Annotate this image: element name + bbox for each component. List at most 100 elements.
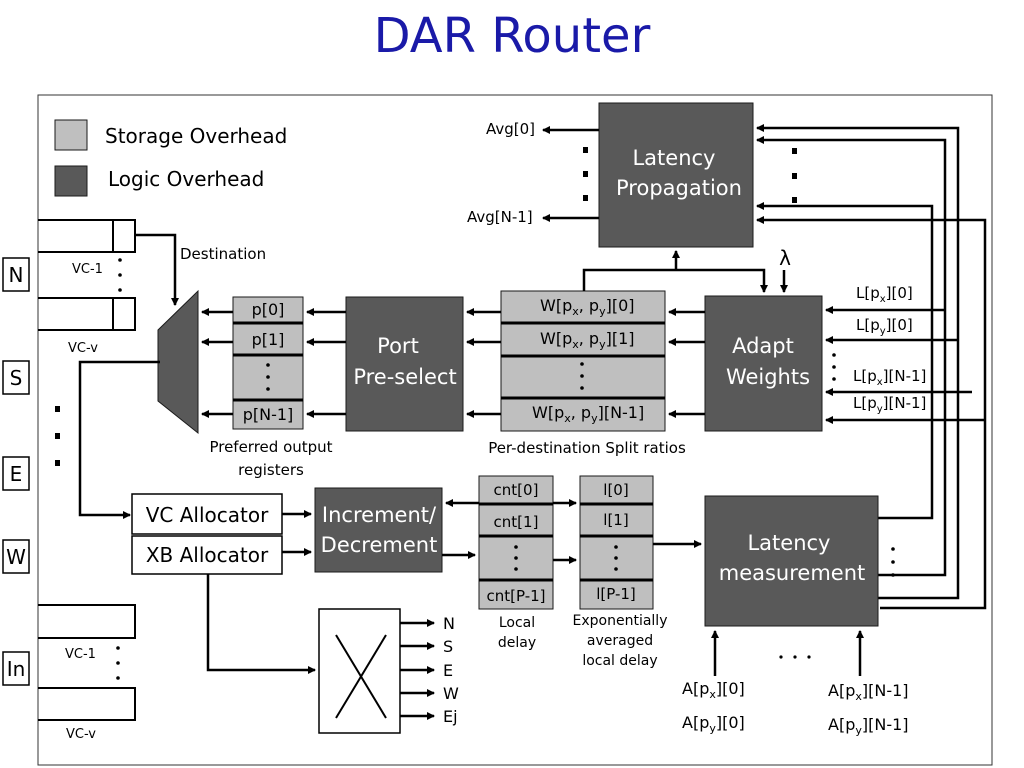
- increment-decrement-block: [314, 487, 443, 573]
- port-preselect-line1: Port: [377, 334, 419, 358]
- port-w-box: [2, 539, 30, 574]
- p-reg-n-1: p[N-1]: [243, 405, 294, 424]
- l-reg-0: l[0]: [603, 481, 628, 499]
- adapt-to-w-arrows: [668, 308, 705, 418]
- legend-storage-label: Storage Overhead: [105, 124, 287, 148]
- latency-propagation-line2: Propagation: [616, 176, 742, 200]
- exp-label-line2: averaged: [587, 633, 653, 649]
- cnt-reg-1: cnt[1]: [494, 513, 539, 531]
- router-frame: [37, 94, 993, 766]
- adapt-input-lx0: L[px][0]: [856, 284, 913, 305]
- measurement-input-dots: [779, 655, 811, 659]
- incdec-line2: Decrement: [321, 533, 438, 557]
- crossbar-switch: [318, 608, 401, 734]
- input-vc-last-label: VC-v: [66, 727, 96, 742]
- adapt-input-lxn: L[px][N-1]: [853, 367, 926, 388]
- local-delay-label-line2: delay: [498, 635, 536, 651]
- split-ratios-label: Per-destination Split ratios: [488, 439, 686, 457]
- averaged-delay-registers: l[0] l[1] l[P-1]: [579, 475, 654, 610]
- destination-label: Destination: [180, 245, 266, 263]
- port-w-label: W: [6, 545, 26, 569]
- north-vc-buffers: VC-1 VC-v: [38, 219, 136, 356]
- input-vc-buffers: VC-1 VC-v: [38, 604, 136, 742]
- adapt-weights-block: [704, 295, 823, 432]
- latency-measurement-line1: Latency: [747, 531, 830, 555]
- destination-mux: [157, 289, 199, 435]
- port-preselect-block: [345, 296, 464, 432]
- split-ratio-registers: W[px, py][0] W[px, py][1] W[px, py][N-1]: [500, 290, 666, 432]
- north-vc-first-label: VC-1: [72, 262, 103, 277]
- legend-storage-swatch: [54, 119, 88, 151]
- adapt-input-ly0: L[py][0]: [856, 316, 913, 337]
- cnt-reg-0: cnt[0]: [494, 481, 539, 499]
- latency-measurement-block: [704, 495, 879, 627]
- mux-to-vc-allocator-wire: [78, 360, 160, 519]
- crossbar-out-n: N: [443, 614, 455, 633]
- incdec-line1: Increment/: [322, 503, 437, 527]
- adapt-input-lyn: L[py][N-1]: [853, 394, 926, 415]
- preferred-label-line2: registers: [238, 461, 304, 479]
- port-e-box: [2, 456, 30, 491]
- vc-allocator-block: [131, 493, 283, 535]
- xb-allocator-block: [131, 535, 283, 575]
- latency-measurement-line2: measurement: [719, 561, 866, 585]
- adapt-weights-line2: Weights: [726, 365, 810, 389]
- port-s-label: S: [10, 366, 23, 390]
- xb-to-crossbar-wire: [206, 574, 316, 674]
- a-y-0-label: A[py][0]: [682, 713, 745, 735]
- preferred-label-line1: Preferred output: [209, 438, 332, 456]
- legend-logic-swatch: [54, 165, 88, 197]
- a-x-0-label: A[px][0]: [682, 679, 745, 701]
- measurement-output-dots: [891, 547, 895, 577]
- exp-label-line3: local delay: [582, 653, 657, 669]
- latency-propagation-line1: Latency: [632, 146, 715, 170]
- avg-0-label: Avg[0]: [486, 120, 535, 138]
- preferred-output-registers: p[0] p[1] p[N-1]: [232, 296, 304, 430]
- port-preselect-line2: Pre-select: [353, 365, 456, 389]
- page-title: DAR Router: [373, 8, 651, 64]
- adapt-input-wires: [825, 306, 985, 424]
- port-in-label: In: [7, 657, 26, 681]
- crossbar-output-arrows: [400, 619, 435, 720]
- exp-label-line1: Exponentially: [573, 613, 668, 629]
- w-reg-0: W[px, py][0]: [540, 296, 634, 318]
- crossbar-out-s: S: [443, 637, 453, 656]
- p-reg-to-mux-arrows: [201, 308, 233, 418]
- destination-wire: [135, 233, 179, 306]
- w-to-preselect-arrows: [466, 308, 501, 418]
- legend-logic-label: Logic Overhead: [108, 167, 264, 191]
- adapt-weights-line1: Adapt: [732, 334, 794, 358]
- l-reg-1: l[1]: [603, 511, 628, 529]
- l-reg-p-1: l[P-1]: [596, 585, 636, 603]
- port-in-box: [2, 651, 30, 686]
- w-reg-1: W[px, py][1]: [540, 329, 634, 351]
- avg-dots: [583, 147, 588, 201]
- vc-allocator-label: VC Allocator: [146, 503, 269, 527]
- crossbar-out-e: E: [443, 661, 453, 680]
- latency-propagation-block: [598, 102, 754, 248]
- a-y-n-label: A[py][N-1]: [828, 715, 909, 737]
- preselect-to-p-reg-arrows: [306, 308, 346, 418]
- input-vc-first-label: VC-1: [65, 647, 96, 662]
- count-registers: cnt[0] cnt[1] cnt[P-1]: [478, 475, 554, 610]
- cnt-reg-p-1: cnt[P-1]: [486, 587, 545, 605]
- w-to-adapt-feedback: [582, 268, 768, 293]
- w-reg-n-1: W[px, py][N-1]: [532, 403, 644, 425]
- port-n-box: [2, 257, 30, 292]
- port-s-box: [2, 360, 30, 395]
- port-labels: N S E W In: [2, 257, 30, 686]
- port-n-label: N: [9, 263, 24, 287]
- a-x-n-label: A[px][N-1]: [828, 681, 909, 703]
- crossbar-out-w: W: [443, 684, 459, 703]
- legend: Storage Overhead Logic Overhead: [54, 119, 287, 197]
- port-continuation-dots: [55, 406, 60, 466]
- p-reg-0: p[0]: [252, 300, 285, 319]
- crossbar-out-ej: Ej: [443, 707, 458, 726]
- port-e-label: E: [10, 462, 23, 486]
- propagation-feedback-wires: [756, 124, 987, 610]
- local-delay-label-line1: Local: [499, 615, 535, 631]
- north-vc-last-label: VC-v: [68, 341, 98, 356]
- p-reg-1: p[1]: [252, 330, 285, 349]
- avg-n-1-label: Avg[N-1]: [467, 208, 533, 226]
